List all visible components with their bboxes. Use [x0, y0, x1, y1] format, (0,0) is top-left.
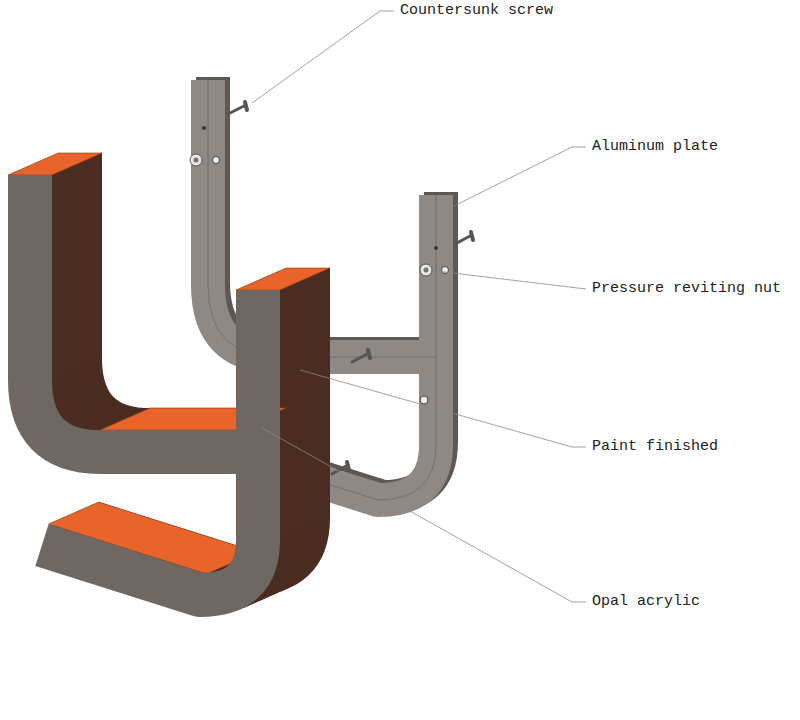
acrylic-face	[8, 153, 102, 175]
screw-shank	[228, 106, 244, 114]
part-label: Paint finished	[590, 438, 720, 456]
plate-hole	[420, 396, 428, 404]
screw-head	[245, 102, 247, 110]
screw-head	[368, 350, 370, 358]
rivet-nut	[190, 154, 202, 166]
leader-line	[252, 11, 394, 103]
plate-hole	[202, 126, 206, 130]
plate-hole	[434, 246, 438, 250]
leader-line	[300, 370, 586, 447]
leader-line	[436, 271, 586, 289]
letter-face	[30, 175, 258, 595]
leader-line	[442, 147, 586, 212]
return-layer	[35, 173, 263, 593]
leader-lines	[252, 11, 586, 602]
plate-hole	[213, 157, 220, 164]
rivet-nut	[420, 264, 432, 276]
screw-head	[347, 462, 349, 470]
part-label: Pressure reviting nut	[590, 280, 783, 298]
screw-shank	[455, 236, 470, 244]
painted-face	[30, 175, 258, 595]
return-layer	[40, 171, 268, 591]
rivet-nut-bore	[194, 158, 199, 163]
opal-acrylic	[8, 153, 330, 574]
screw-shank	[352, 354, 367, 362]
rivet-nut-bore	[424, 268, 429, 273]
leader-line	[262, 428, 586, 602]
part-label: Opal acrylic	[590, 593, 702, 611]
screw-head	[471, 232, 473, 240]
screw-shank	[332, 466, 346, 474]
part-label: Countersunk screw	[398, 2, 555, 20]
acrylic-face	[236, 268, 330, 290]
part-label: Aluminum plate	[590, 138, 720, 156]
